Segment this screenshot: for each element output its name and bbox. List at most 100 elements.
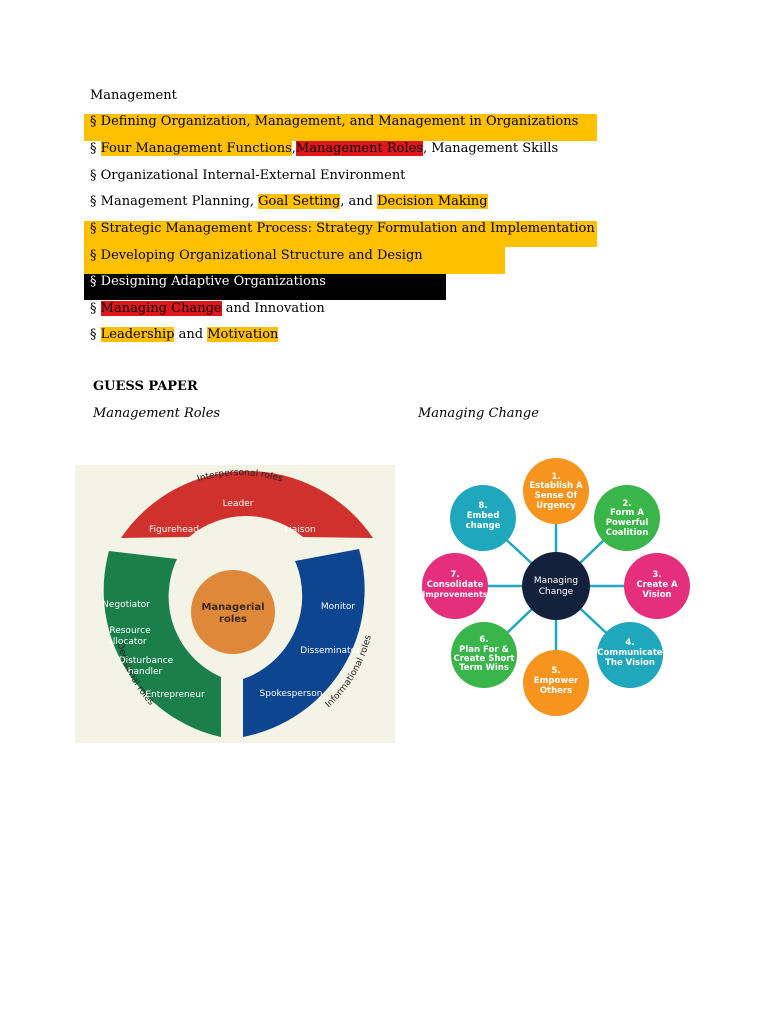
step-label: The Vision (605, 658, 655, 668)
figure-caption-right: Managing Change (418, 406, 539, 421)
managing-change-circle (522, 552, 590, 620)
step-circle (597, 622, 663, 688)
step-label: Create Short (454, 654, 515, 664)
role-label: allocator (107, 637, 147, 647)
step-label: Vision (642, 590, 671, 600)
step-circle (594, 485, 660, 551)
step-circle (523, 650, 589, 716)
list-item: § Managing Change and Innovation (90, 299, 325, 319)
step-label: Empower (534, 676, 579, 686)
interpersonal-sector (121, 471, 373, 538)
list-item: § Designing Adaptive Organizations (90, 272, 326, 292)
step-circle (450, 485, 516, 551)
role-label: Liaison (284, 525, 315, 535)
list-item-text: , (291, 141, 296, 156)
bullet: § (90, 194, 97, 209)
list-item: § Four Management Functions,Management R… (90, 139, 558, 159)
list-item-text: Leadership (100, 327, 175, 342)
role-label: Spokesperson (260, 689, 323, 699)
step-label: Sense Of (535, 491, 578, 501)
step-label: Embed (467, 511, 500, 521)
section-heading: GUESS PAPER (93, 379, 198, 394)
list-item-text: Developing Organizational Structure and … (100, 248, 423, 263)
managerial-roles-circle (191, 570, 275, 654)
step-label: 3. (652, 570, 661, 580)
step-circle (422, 553, 488, 619)
bullet: § (90, 327, 97, 342)
step-label: Create A (636, 580, 678, 590)
step-label: Form A (610, 508, 644, 518)
highlight-bar (84, 274, 446, 300)
center-label: Managing (534, 576, 578, 586)
list-item-text: and Innovation (221, 301, 325, 316)
center-label: Change (539, 587, 574, 597)
center-label: Managerial (201, 602, 264, 613)
highlight-bar (84, 221, 597, 247)
list-item-text: Management Planning, (100, 194, 259, 209)
step-label: 2. (622, 499, 631, 509)
role-label: handler (128, 667, 163, 677)
step-label: Establish A (529, 481, 583, 491)
step-label: Urgency (536, 501, 576, 511)
bullet: § (90, 301, 97, 316)
bullet: § (90, 248, 97, 263)
step-label: Term Wins (459, 663, 509, 673)
step-label: Coalition (606, 528, 649, 538)
highlight-bar (84, 114, 597, 141)
list-item-text: Management Roles (295, 141, 423, 156)
decisional-sector (103, 551, 221, 737)
role-label: Disseminator (300, 646, 360, 656)
step-label: Communicate (597, 648, 663, 658)
list-item-text: , and (340, 194, 378, 209)
bullet: § (90, 114, 97, 129)
step-label: 7. (450, 570, 459, 580)
list-item-text: Organizational Internal-External Environ… (100, 168, 406, 183)
step-label: 4. (625, 638, 634, 648)
list-item: § Defining Organization, Management, and… (90, 112, 578, 132)
bullet: § (90, 221, 97, 236)
role-label: Entrepreneur (145, 690, 205, 700)
step-label: Plan For & (459, 645, 509, 655)
step-label: 5. (551, 666, 560, 676)
list-item: § Strategic Management Process: Strategy… (90, 219, 595, 239)
bullet: § (90, 141, 97, 156)
step-label: 1. (551, 472, 560, 482)
role-label: Resource (109, 626, 151, 636)
figure-caption-left: Management Roles (93, 406, 221, 421)
role-label: Negotiator (102, 600, 150, 610)
informational-sector (243, 549, 365, 737)
list-item-text: Managing Change (100, 301, 222, 316)
list-item: § Management Planning, Goal Setting, and… (90, 192, 488, 212)
list-item-text: , Management Skills (422, 141, 559, 156)
management-roles-diagram: Managerial roles Interpersonal roles Dec… (75, 465, 395, 743)
list-item-text: Designing Adaptive Organizations (100, 274, 326, 289)
list-item: § Organizational Internal-External Envir… (90, 166, 405, 186)
document-title: Management (90, 88, 177, 103)
step-circle (523, 458, 589, 524)
step-label: Consolidate (427, 580, 484, 590)
list-item-text: Four Management Functions (100, 141, 292, 156)
list-item-text: Goal Setting (258, 194, 341, 209)
step-circle (624, 553, 690, 619)
step-circle (451, 622, 517, 688)
list-item-text: and (174, 327, 208, 342)
role-label: Monitor (321, 602, 356, 612)
list-item: § Developing Organizational Structure an… (90, 246, 423, 266)
list-item-text: Decision Making (377, 194, 488, 209)
highlight-bar (84, 247, 505, 274)
bullet: § (90, 168, 97, 183)
managing-change-diagram: Managing Change 1. Establish A Sense Of … (422, 458, 690, 716)
step-label: 6. (479, 635, 488, 645)
step-label: Powerful (606, 518, 649, 528)
step-label: 8. (478, 501, 487, 511)
step-label: change (466, 521, 501, 531)
role-label: Disturbance (119, 656, 174, 666)
list-item-text: Defining Organization, Management, and M… (100, 114, 579, 129)
role-label: Figurehead (149, 525, 199, 535)
center-label: roles (219, 614, 247, 625)
role-label: Leader (223, 499, 254, 509)
step-label: Others (540, 686, 572, 696)
list-item-text: Motivation (207, 327, 279, 342)
list-item-text: Strategic Management Process: Strategy F… (100, 221, 595, 236)
step-label: Improvements (422, 590, 487, 599)
